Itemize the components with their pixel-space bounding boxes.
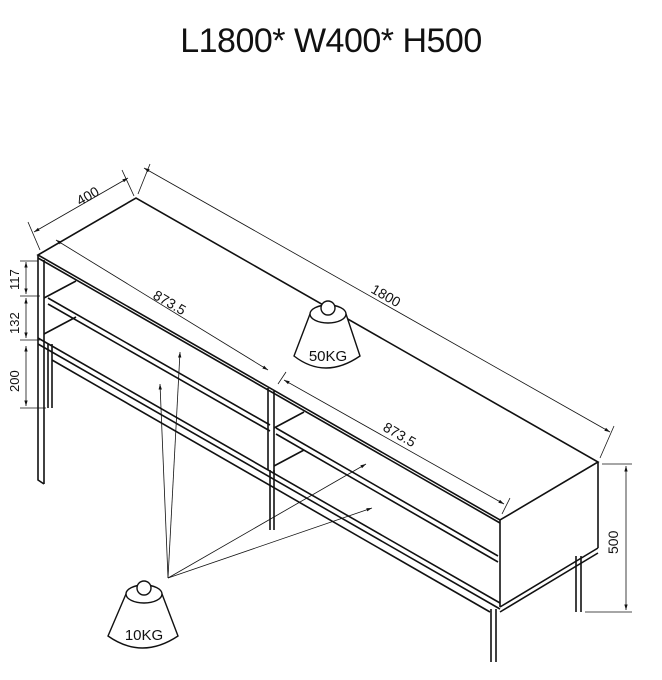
top-gap-label: 117 bbox=[7, 269, 22, 290]
dimension-lines bbox=[20, 163, 632, 613]
product-dimensions-title: L1800* W400* H500 bbox=[180, 22, 482, 60]
weight-50kg-label: 50KG bbox=[309, 348, 347, 365]
depth-label: 400 bbox=[74, 183, 102, 209]
weight-icon-10kg: 10KG bbox=[107, 580, 179, 649]
shelf-gap-label: 132 bbox=[7, 312, 22, 334]
cabinet-body bbox=[36, 197, 600, 662]
leg-height-label: 200 bbox=[7, 370, 22, 392]
length-label: 1800 bbox=[369, 281, 404, 311]
weight-10kg-label: 10KG bbox=[125, 627, 163, 644]
height-label: 500 bbox=[605, 530, 621, 554]
weight-icon-50kg: 50KG bbox=[293, 300, 361, 369]
